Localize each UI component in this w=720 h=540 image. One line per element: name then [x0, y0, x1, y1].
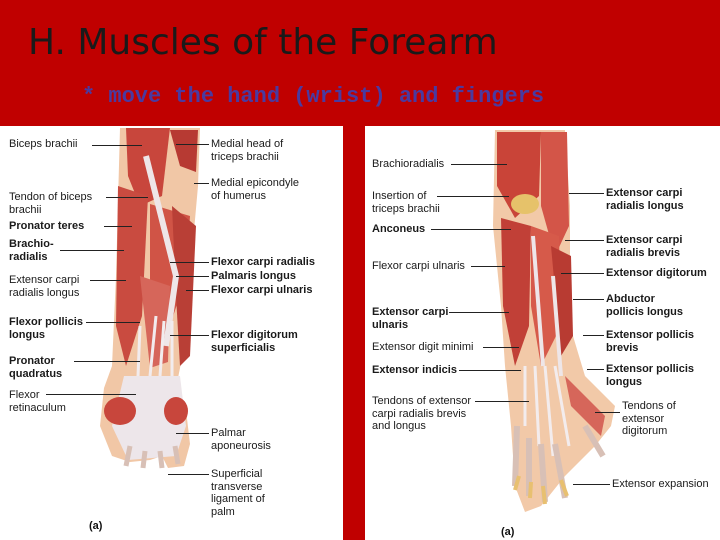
- page-subtitle: * move the hand (wrist) and fingers: [82, 84, 545, 109]
- label-biceps-brachii: Biceps brachii: [9, 138, 78, 150]
- title-banner: H. Muscles of the Forearm * move the han…: [0, 0, 720, 126]
- label-medial-epicondyle: Medial epicondyle of humerus: [211, 177, 300, 202]
- leader-line: [451, 164, 507, 165]
- leader-line: [569, 193, 604, 194]
- label-flexor-carpi-ulnaris: Flexor carpi ulnaris: [372, 260, 465, 272]
- label-extensor-digiti-minimi: Extensor digit minimi: [372, 341, 474, 353]
- label-abductor-pollicis-longus: Abductor pollicis longus: [606, 293, 684, 318]
- leader-line: [565, 240, 604, 241]
- anterior-forearm-figure: Biceps brachii Tendon of biceps brachii …: [0, 126, 343, 540]
- label-tendon-of-biceps: Tendon of biceps brachii: [9, 191, 93, 216]
- label-pronator-quadratus: Pronator quadratus: [9, 355, 63, 380]
- label-flexor-carpi-radialis: Flexor carpi radialis: [211, 256, 315, 268]
- leader-line: [595, 412, 620, 413]
- label-brachioradialis: Brachio- radialis: [9, 238, 54, 263]
- label-flexor-retinaculum: Flexor retinaculum: [9, 389, 66, 414]
- label-extensor-carpi-radialis-longus: Extensor carpi radialis longus: [9, 274, 80, 299]
- label-medial-head-triceps: Medial head of triceps brachii: [211, 138, 284, 163]
- leader-line: [46, 394, 136, 395]
- page-title: H. Muscles of the Forearm: [28, 22, 498, 63]
- label-extensor-carpi-ulnaris: Extensor carpi ulnaris: [372, 306, 449, 331]
- leader-line: [90, 280, 126, 281]
- label-flexor-digitorum-superficialis: Flexor digitorum superficialis: [211, 329, 298, 354]
- label-flexor-carpi-ulnaris: Flexor carpi ulnaris: [211, 284, 313, 296]
- label-ext-carpi-rad-brevis: Extensor carpi radialis brevis: [606, 234, 683, 259]
- leader-line: [104, 226, 132, 227]
- label-superficial-transverse-ligament: Superficial transverse ligament of palm: [211, 468, 265, 518]
- figure-tag: (a): [501, 526, 515, 538]
- leader-line: [483, 347, 519, 348]
- leader-line: [170, 262, 209, 263]
- posterior-forearm-figure: Brachioradialis Insertion of triceps bra…: [365, 126, 720, 540]
- label-extensor-pollicis-longus: Extensor pollicis longus: [606, 363, 695, 388]
- leader-line: [176, 276, 209, 277]
- label-palmaris-longus: Palmaris longus: [211, 270, 296, 282]
- leader-line: [74, 361, 140, 362]
- leader-line: [168, 474, 209, 475]
- label-ext-carpi-rad-longus: Extensor carpi radialis longus: [606, 187, 684, 212]
- leader-line: [106, 197, 148, 198]
- panel-divider: [343, 126, 365, 540]
- label-pronator-teres: Pronator teres: [9, 220, 85, 232]
- leader-line: [176, 144, 209, 145]
- leader-line: [176, 433, 209, 434]
- leader-line: [459, 370, 521, 371]
- leader-line: [587, 369, 604, 370]
- leader-line: [573, 484, 610, 485]
- label-insertion-triceps: Insertion of triceps brachii: [372, 190, 440, 215]
- leader-line: [449, 312, 509, 313]
- label-extensor-indicis: Extensor indicis: [372, 364, 457, 376]
- label-brachioradialis: Brachioradialis: [372, 158, 445, 170]
- leader-line: [573, 299, 604, 300]
- leader-line: [86, 322, 140, 323]
- label-flexor-pollicis-longus: Flexor pollicis longus: [9, 316, 83, 341]
- leader-line: [92, 145, 142, 146]
- label-tendons-extensor-digitorum: Tendons of extensor digitorum: [622, 400, 676, 437]
- label-extensor-pollicis-brevis: Extensor pollicis brevis: [606, 329, 695, 354]
- leader-line: [431, 229, 511, 230]
- leader-line: [186, 290, 209, 291]
- leader-line: [475, 401, 529, 402]
- label-tendons-extensor-carpi: Tendons of extensor carpi radialis brevi…: [372, 395, 472, 432]
- leader-line: [471, 266, 505, 267]
- leader-line: [194, 183, 209, 184]
- label-extensor-digitorum: Extensor digitorum: [606, 267, 707, 279]
- leader-line: [60, 250, 124, 251]
- leader-line: [583, 335, 604, 336]
- label-extensor-expansion: Extensor expansion: [612, 478, 709, 490]
- figure-tag: (a): [89, 520, 103, 532]
- anterior-forearm-illustration: [100, 128, 200, 469]
- label-palmar-aponeurosis: Palmar aponeurosis: [211, 427, 271, 452]
- label-anconeus: Anconeus: [372, 223, 426, 235]
- leader-line: [437, 196, 509, 197]
- leader-line: [561, 273, 604, 274]
- leader-line: [170, 335, 209, 336]
